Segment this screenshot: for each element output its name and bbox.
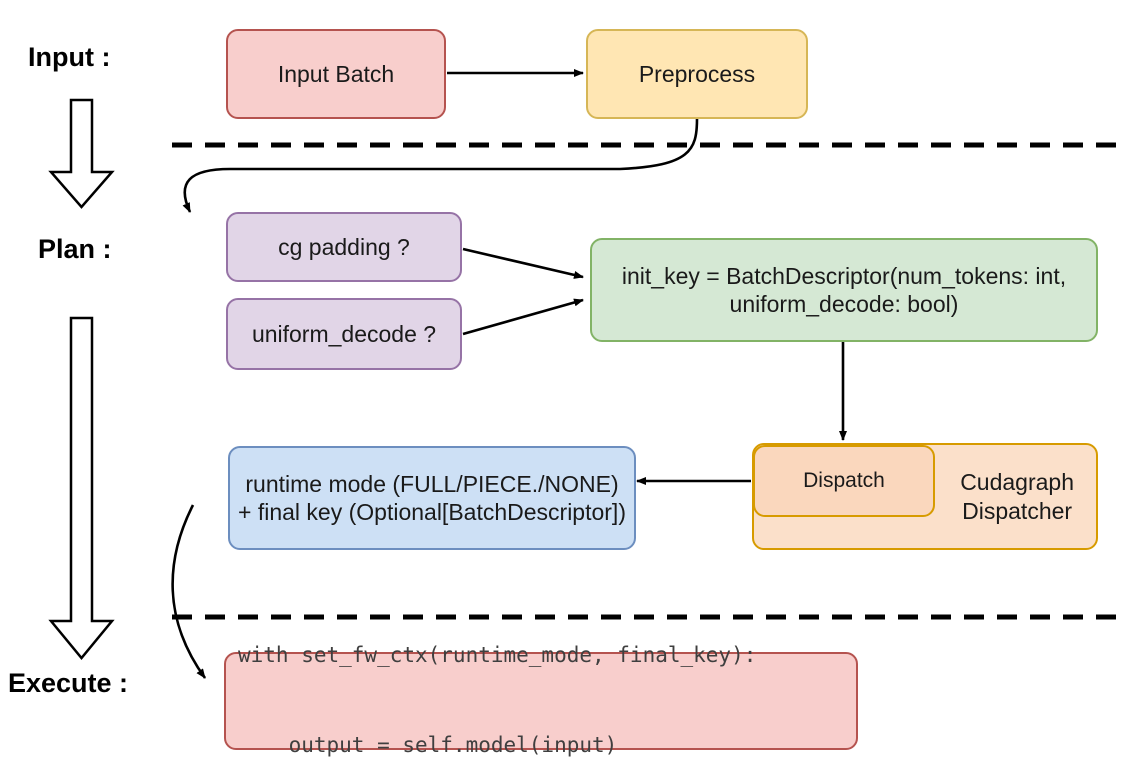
- edge-cg-padding-to-init-key: [462, 247, 584, 279]
- node-init-key-line2: uniform_decode: bool): [729, 291, 959, 317]
- edge-runtime-mode-to-execute-code: [171, 504, 207, 679]
- node-dispatch[interactable]: Dispatch: [753, 445, 935, 517]
- node-input-batch-label: Input Batch: [277, 60, 395, 87]
- node-execute-code-line2: output = self.model(input): [238, 732, 618, 757]
- node-runtime-mode-line1: runtime mode (FULL/PIECE./NONE): [245, 470, 619, 497]
- stage-label-execute: Execute :: [8, 668, 129, 698]
- node-init-key-text: init_key = BatchDescriptor(num_tokens: i…: [622, 262, 1066, 318]
- edge-uniform-decode-to-init-key: [462, 298, 584, 336]
- node-dispatch-label: Dispatch: [803, 469, 885, 493]
- node-execute-code[interactable]: with set_fw_ctx(runtime_mode, final_key)…: [224, 643, 858, 757]
- node-cudagraph-dispatcher-line1: Cudagraph: [960, 469, 1074, 496]
- stage-arrow-input-to-plan: [48, 98, 115, 209]
- node-cudagraph-dispatcher-line2: Dispatcher: [962, 497, 1073, 524]
- node-uniform-decode-label: uniform_decode ?: [251, 320, 437, 347]
- node-cg-padding[interactable]: cg padding ?: [226, 212, 462, 282]
- node-preprocess[interactable]: Preprocess: [586, 29, 808, 119]
- node-execute-code-line1: with set_fw_ctx(runtime_mode, final_key)…: [238, 643, 757, 668]
- node-runtime-mode[interactable]: runtime mode (FULL/PIECE./NONE) + final …: [228, 446, 636, 550]
- node-init-key[interactable]: init_key = BatchDescriptor(num_tokens: i…: [590, 238, 1098, 342]
- edge-preprocess-to-cg-padding: [182, 118, 699, 213]
- stage-label-input: Input :: [28, 42, 111, 72]
- node-cg-padding-label: cg padding ?: [278, 233, 410, 260]
- node-runtime-mode-text: runtime mode (FULL/PIECE./NONE) + final …: [238, 470, 626, 526]
- node-execute-code-text: with set_fw_ctx(runtime_mode, final_key)…: [238, 582, 756, 770]
- node-cudagraph-dispatcher-text: Cudagraph Dispatcher: [960, 468, 1074, 524]
- node-init-key-line1: init_key = BatchDescriptor(num_tokens: i…: [621, 262, 1067, 289]
- node-preprocess-label: Preprocess: [638, 60, 756, 87]
- node-input-batch[interactable]: Input Batch: [226, 29, 446, 119]
- node-runtime-mode-line2: + final key (Optional[BatchDescriptor]): [238, 499, 626, 525]
- node-uniform-decode[interactable]: uniform_decode ?: [226, 298, 462, 370]
- stage-arrow-plan-to-execute: [48, 316, 115, 660]
- stage-label-plan: Plan :: [38, 234, 112, 264]
